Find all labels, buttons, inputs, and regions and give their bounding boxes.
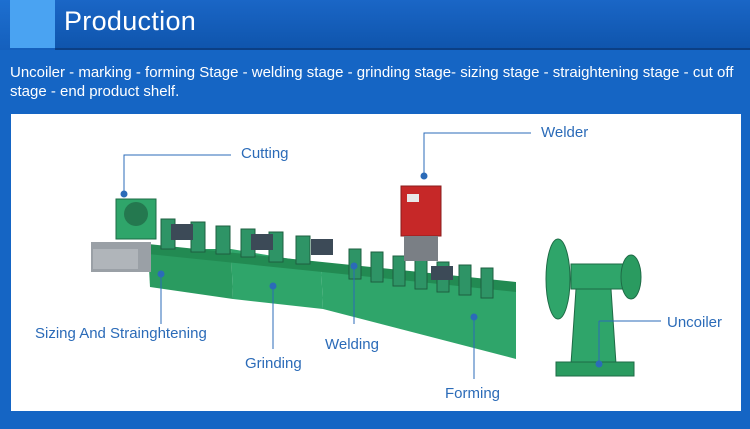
motors [171,224,453,280]
process-description: Uncoiler - marking - forming Stage - wel… [10,64,734,100]
production-line-diagram: Cutting Welder Sizing And Strainghtening… [11,114,741,411]
label-forming: Forming [445,385,501,402]
cutting-unit [115,198,157,240]
uncoiler-machine [545,238,642,377]
machine-illustration [91,132,661,379]
welder-cabinet [400,185,442,261]
label-cutting: Cutting [241,145,289,162]
header-accent-block [10,0,55,48]
label-welder: Welder [541,124,589,141]
page-title: Production [64,6,197,36]
label-uncoiler: Uncoiler [667,314,723,331]
label-grinding: Grinding [245,355,302,372]
label-sizing-straightening: Sizing And Strainghtening [35,325,207,342]
callout-dots [120,172,603,368]
header-title-box [55,0,750,50]
callout-lines [123,132,661,379]
label-welding: Welding [325,336,379,353]
